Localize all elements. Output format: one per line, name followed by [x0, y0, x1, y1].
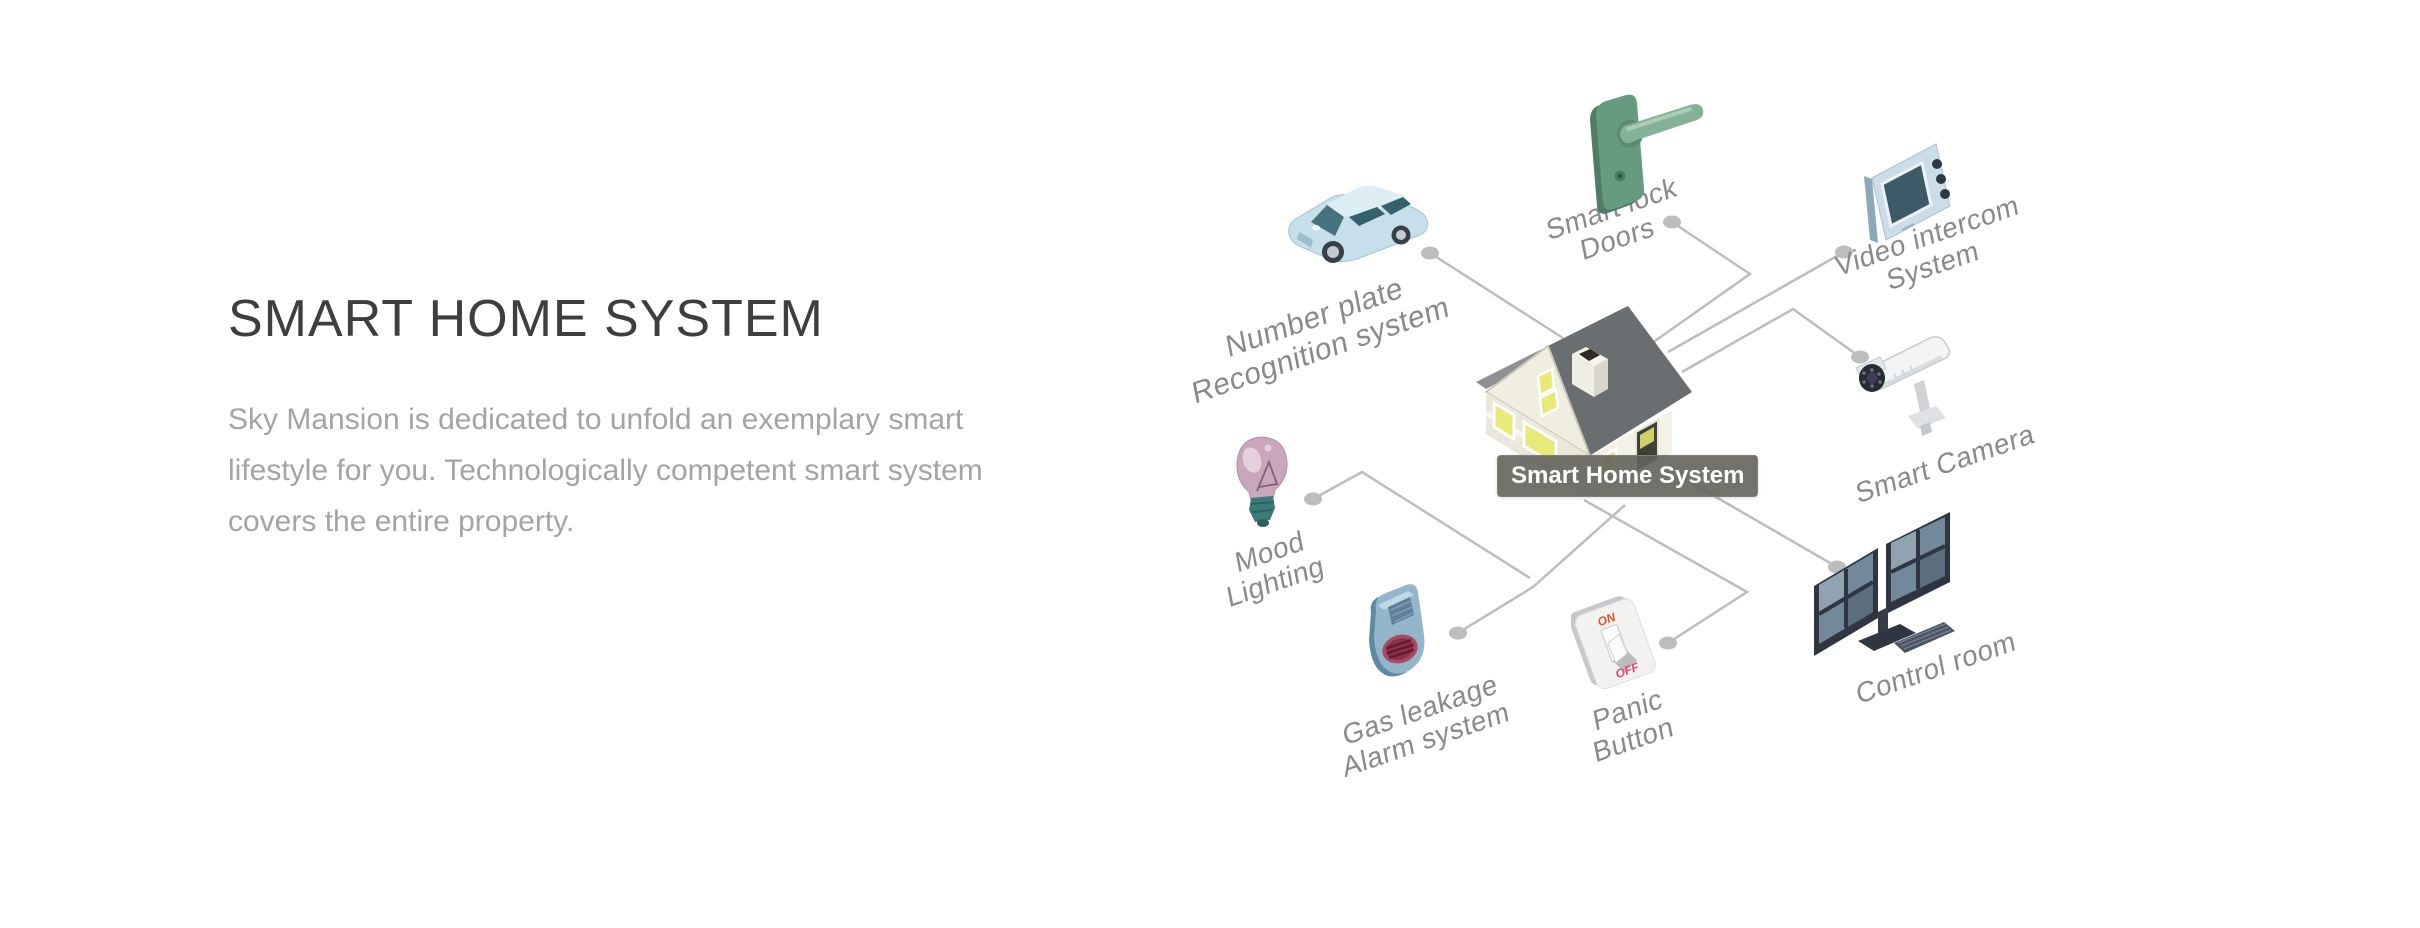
node-dot	[1421, 246, 1439, 260]
connector-number-plate	[1429, 251, 1564, 340]
light-bulb-icon[interactable]	[1224, 434, 1300, 534]
intro-section: SMART HOME SYSTEM Sky Mansion is dedicat…	[228, 288, 1128, 547]
on-label: ON	[1596, 610, 1618, 629]
node-dot	[1663, 215, 1681, 229]
tooltip: Smart Home System	[1497, 455, 1759, 497]
node-dot	[1851, 350, 1869, 364]
connector-smart-lock	[1644, 220, 1753, 350]
car-graphic	[1288, 185, 1429, 263]
light-bulb-graphic	[1236, 436, 1288, 527]
door-handle-graphic	[1590, 94, 1704, 214]
cctv-camera-icon[interactable]	[1850, 326, 1962, 446]
connector-mood-lighting	[1312, 470, 1531, 580]
car-icon[interactable]	[1283, 160, 1438, 275]
connector-gas-alarm	[1457, 504, 1626, 635]
gas-detector-graphic	[1369, 584, 1425, 677]
gas-detector-icon[interactable]	[1358, 579, 1436, 697]
node-dot	[1449, 626, 1467, 640]
connector-panic-button	[1583, 498, 1750, 645]
intro-description-line: covers the entire property.	[228, 505, 575, 538]
connector-smart-camera	[1681, 307, 1861, 374]
intro-description: Sky Mansion is dedicated to unfold an ex…	[228, 394, 1128, 547]
node-dot	[1835, 245, 1853, 259]
node-dot	[1304, 492, 1322, 506]
cctv-camera-graphic	[1855, 336, 1951, 436]
panic-switch-graphic: ON OFF	[1568, 596, 1656, 690]
page-title: SMART HOME SYSTEM	[228, 290, 824, 348]
connector-video-intercom	[1667, 250, 1845, 354]
panic-switch-icon[interactable]: ON OFF	[1568, 581, 1659, 707]
video-intercom-icon[interactable]	[1852, 126, 1957, 248]
door-handle-icon[interactable]	[1576, 92, 1706, 220]
intro-description-line: lifestyle for you. Technologically compe…	[228, 454, 983, 487]
video-intercom-graphic	[1864, 143, 1951, 243]
node-dot	[1659, 636, 1677, 650]
control-monitors-icon[interactable]	[1808, 508, 1960, 676]
intro-description-line: Sky Mansion is dedicated to unfold an ex…	[228, 403, 964, 436]
control-monitors-graphic	[1814, 512, 1955, 656]
